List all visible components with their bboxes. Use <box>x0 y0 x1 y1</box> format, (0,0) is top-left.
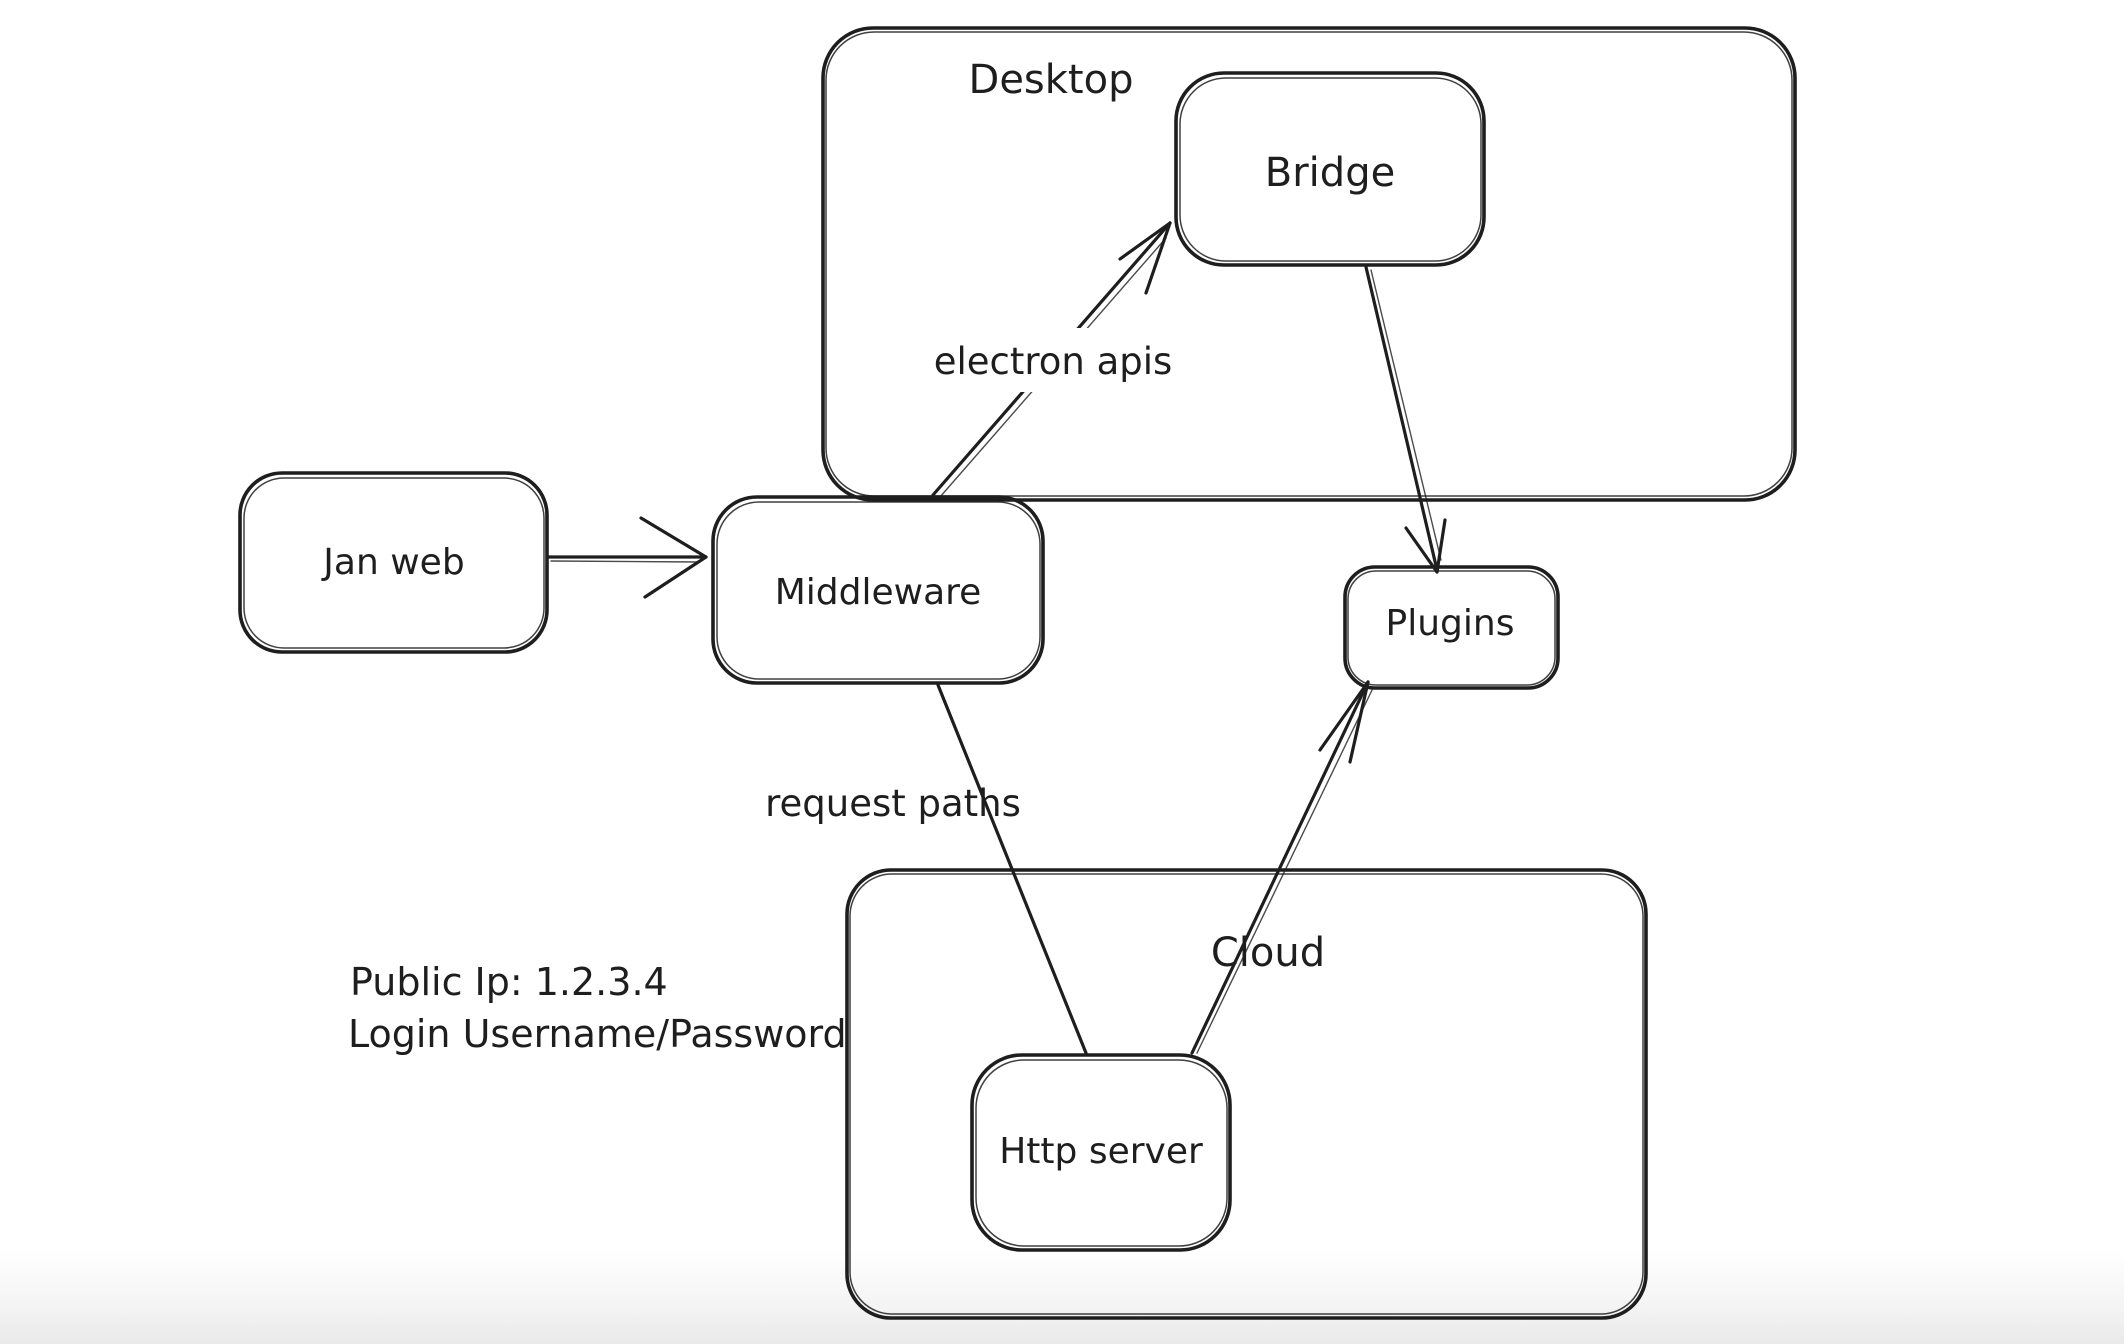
edge-middleware-to-http-server[interactable] <box>936 683 1088 1055</box>
cloud-container-label: Cloud <box>1211 930 1325 976</box>
arrowhead-plugins-top <box>1404 526 1439 574</box>
arrowhead-middleware <box>639 516 708 559</box>
node-jan-web[interactable]: Jan web <box>238 471 549 654</box>
node-http-server[interactable]: Http server <box>970 1053 1232 1252</box>
edge-label-bg <box>918 328 1190 392</box>
node-bridge-label: Bridge <box>1265 150 1395 196</box>
node-middleware-label: Middleware <box>775 572 982 613</box>
desktop-container[interactable]: Desktop <box>821 26 1797 502</box>
edge-label-request-paths: request paths <box>765 782 1021 825</box>
login-credentials-line: Login Username/Password <box>348 1012 847 1056</box>
edge-jan-web-to-middleware[interactable] <box>545 516 708 599</box>
arrowhead-plugins-bottom <box>1318 680 1370 752</box>
node-plugins[interactable]: Plugins <box>1343 565 1560 690</box>
public-ip-line: Public Ip: 1.2.3.4 <box>350 960 668 1004</box>
node-middleware[interactable]: Middleware <box>711 495 1045 685</box>
node-jan-web-label: Jan web <box>321 542 464 583</box>
cloud-container[interactable]: Cloud <box>845 868 1648 1320</box>
node-plugins-label: Plugins <box>1386 603 1515 644</box>
public-ip-note[interactable]: Public Ip: 1.2.3.4 Login Username/Passwo… <box>348 960 847 1056</box>
arrowhead-bridge <box>1118 221 1172 261</box>
node-bridge[interactable]: Bridge <box>1174 71 1486 267</box>
edge-http-server-to-plugins[interactable] <box>1190 680 1374 1055</box>
edge-label-electron-apis: electron apis <box>934 340 1173 383</box>
desktop-container-label: Desktop <box>969 57 1134 103</box>
edge-bridge-to-plugins[interactable] <box>1364 265 1447 574</box>
node-http-server-label: Http server <box>999 1131 1203 1172</box>
edge-label-electron-apis-group[interactable]: electron apis <box>918 328 1190 392</box>
